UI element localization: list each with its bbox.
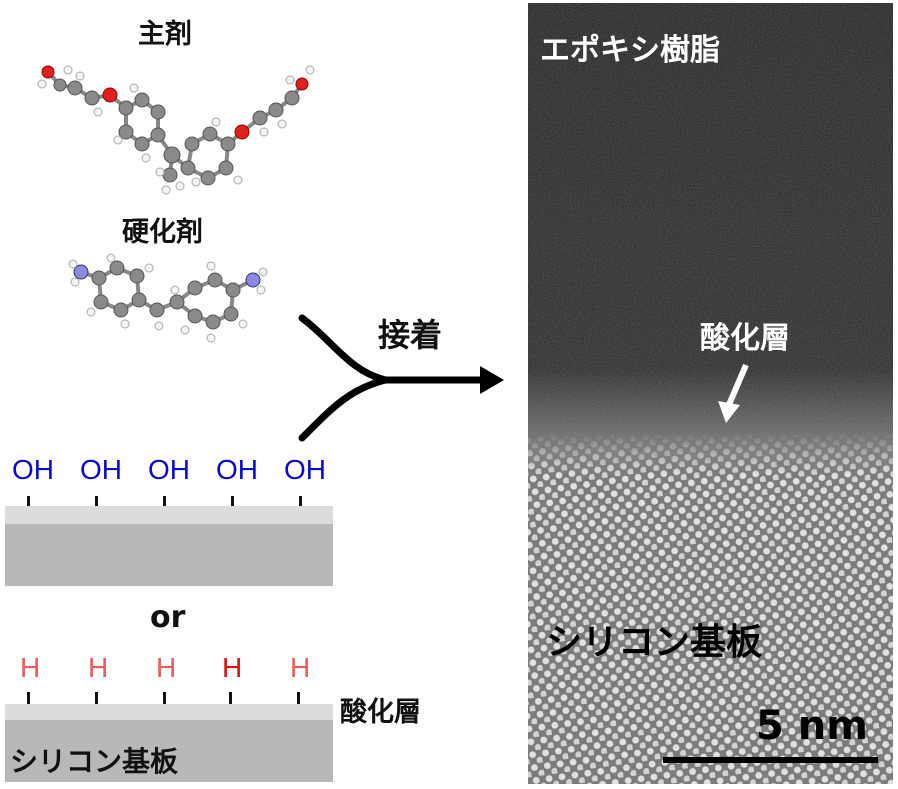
oxide-layer-bottom — [5, 704, 333, 720]
oh-group: OH — [80, 454, 122, 485]
h-group: H — [88, 652, 109, 683]
bond-line — [95, 692, 98, 706]
bond-line — [231, 496, 234, 510]
or-label: or — [150, 600, 186, 635]
silicon-substrate-tem-label: シリコン基板 — [546, 622, 763, 663]
silicon-substrate-top — [5, 524, 333, 586]
oxide-layer-tem-label: 酸化層 — [700, 321, 790, 356]
scale-bar-label: 5 nm — [756, 703, 868, 749]
bond-line — [163, 692, 166, 706]
epoxy-resin-label: エポキシ樹脂 — [540, 33, 720, 68]
tem-image-graphic — [528, 3, 893, 784]
h-group: H — [20, 652, 41, 683]
bond-line — [163, 496, 166, 510]
oxide-layer-label: 酸化層 — [340, 697, 421, 728]
bisphenol-a-epoxy-molecule — [37, 65, 315, 195]
bond-line — [27, 692, 30, 706]
main-agent-label: 主剤 — [138, 19, 192, 50]
bond-line — [299, 496, 302, 510]
h-group: H — [222, 652, 243, 683]
h-group: H — [156, 652, 177, 683]
bond-line — [297, 692, 300, 706]
h-group: H — [290, 652, 311, 683]
silicon-substrate-label: シリコン基板 — [10, 745, 179, 778]
bond-line — [95, 496, 98, 510]
bond-line — [229, 692, 232, 706]
tem-micrograph: エポキシ樹脂 酸化層 シリコン基板 5 nm — [528, 3, 893, 784]
silicon-substrate-bottom — [5, 720, 333, 782]
oh-group: OH — [148, 454, 190, 485]
adhesion-label: 接着 — [378, 316, 443, 354]
bond-line — [27, 496, 30, 510]
diamine-curing-agent-molecule — [68, 253, 268, 343]
oxide-layer-top — [5, 506, 333, 524]
oh-group: OH — [216, 454, 258, 485]
merge-arrow — [298, 314, 504, 442]
oh-group: OH — [284, 454, 326, 485]
curing-agent-label: 硬化剤 — [122, 217, 203, 248]
oh-group: OH — [12, 454, 54, 485]
